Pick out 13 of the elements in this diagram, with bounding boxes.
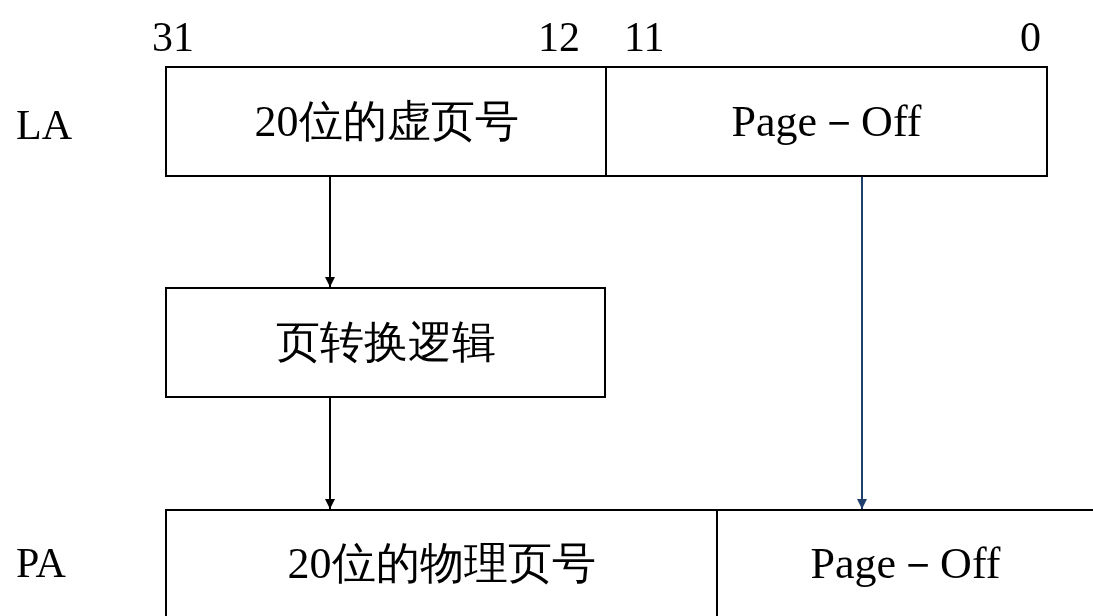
bit-number: 12 — [538, 16, 580, 58]
field-box: 20位的物理页号 — [165, 509, 718, 616]
field-box: 页转换逻辑 — [165, 287, 606, 398]
arrow — [857, 176, 867, 510]
bit-number: 0 — [1020, 16, 1041, 58]
address-label: PA — [16, 542, 66, 584]
bit-number: 31 — [152, 16, 194, 58]
field-box: 20位的虚页号 — [165, 66, 608, 177]
address-label: LA — [16, 104, 72, 146]
arrow — [325, 176, 335, 288]
bit-number: 11 — [624, 16, 665, 58]
arrow — [325, 397, 335, 510]
field-box: Page－Off — [605, 66, 1048, 177]
